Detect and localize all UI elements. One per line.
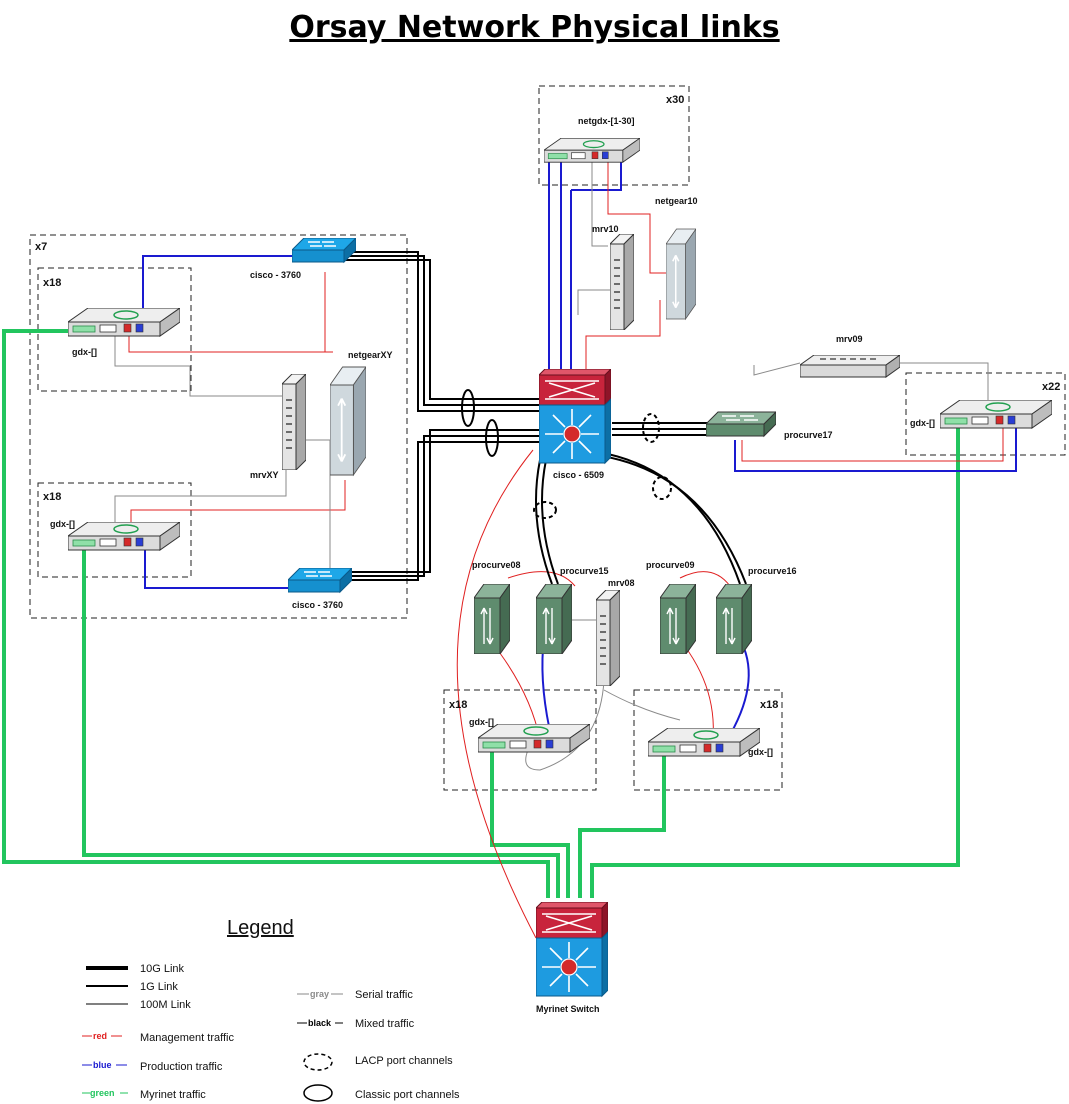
gdx-right-group-count: x22 <box>1042 381 1060 393</box>
serial-links <box>114 157 989 771</box>
gdx-mid-left-group-box <box>443 689 597 791</box>
cisco-3760-top-icon <box>292 238 356 263</box>
legend-10g-label: 10G Link <box>140 963 185 975</box>
gdx-bottom-group-count: x18 <box>43 491 61 503</box>
gdx-mid-right-label: gdx-[] <box>748 747 773 757</box>
gdx-mid-right-server-icon <box>648 728 760 757</box>
mrv08-label: mrv08 <box>608 578 635 588</box>
myrinet-switch-icon <box>536 902 608 997</box>
legend: Legend 10G Link 1G Link 100M Link red Ma… <box>82 917 460 1102</box>
gdx-right-label: gdx-[] <box>910 418 935 428</box>
myrinet-links <box>2 329 960 898</box>
lacp-port-channel <box>652 476 672 500</box>
legend-lacp-label: LACP port channels <box>355 1055 453 1067</box>
cisco-6509-label: cisco - 6509 <box>553 470 604 480</box>
legend-black-label: Mixed traffic <box>355 1018 415 1030</box>
legend-green-tag: green <box>90 1088 115 1098</box>
lacp-port-channel <box>533 501 557 519</box>
gdx-bottom-group-box <box>37 482 192 578</box>
cisco-3760-top-label: cisco - 3760 <box>250 270 301 280</box>
procurve16-switch-icon <box>716 584 752 654</box>
gdx-bottom-label: gdx-[] <box>50 519 75 529</box>
legend-100m-label: 100M Link <box>140 999 191 1011</box>
cisco-6509-core-switch-icon <box>539 369 611 464</box>
mrv10-icon <box>610 234 634 330</box>
myrinet-switch-label: Myrinet Switch <box>536 1004 600 1014</box>
gdx-mid-right-group-count: x18 <box>760 699 778 711</box>
production-links <box>142 157 1017 749</box>
legend-black-tag: black <box>308 1018 332 1028</box>
gdx-mid-right-group-box <box>633 689 783 791</box>
classic-port-channel <box>485 419 499 457</box>
legend-blue-tag: blue <box>93 1060 112 1070</box>
procurve16-label: procurve16 <box>748 566 797 576</box>
netgear10-label: netgear10 <box>655 196 698 206</box>
legend-1g-label: 1G Link <box>140 981 178 993</box>
mrv08-icon <box>596 590 620 686</box>
gdx-mid-left-group-count: x18 <box>449 699 467 711</box>
netgdx-label: netgdx-[1-30] <box>578 116 635 126</box>
netgear10-switch-icon <box>666 228 696 320</box>
procurve09-label: procurve09 <box>646 560 695 570</box>
legend-green-label: Myrinet traffic <box>140 1089 206 1101</box>
procurve08-label: procurve08 <box>472 560 521 570</box>
gdx-top-label: gdx-[] <box>72 347 97 357</box>
gdx-right-server-icon <box>940 400 1052 429</box>
gdx-top-group-count: x18 <box>43 277 61 289</box>
mrv09-label: mrv09 <box>836 334 863 344</box>
netgearXY-switch-icon <box>330 366 366 476</box>
gdx-mid-left-server-icon <box>478 724 590 753</box>
lacp-port-channel <box>642 413 660 443</box>
legend-gray-tag: gray <box>310 989 329 999</box>
page-title: Orsay Network Physical links <box>289 10 780 45</box>
legend-classic-label: Classic port channels <box>355 1089 460 1101</box>
procurve15-label: procurve15 <box>560 566 609 576</box>
gdx-right-group-box <box>905 372 1066 456</box>
mrv10-label: mrv10 <box>592 224 619 234</box>
legend-lacp-swatch <box>303 1053 333 1071</box>
mrv09-icon <box>800 355 900 378</box>
procurve08-switch-icon <box>474 584 510 654</box>
mrvXY-label: mrvXY <box>250 470 279 480</box>
procurve17-switch-icon <box>706 411 776 437</box>
legend-blue-label: Production traffic <box>140 1061 223 1073</box>
gdx-top-server-icon <box>68 308 180 337</box>
netgdx-switch-icon <box>544 138 640 163</box>
classic-port-channel <box>461 389 475 427</box>
netgdx-group-box <box>538 85 690 186</box>
legend-red-tag: red <box>93 1031 107 1041</box>
procurve09-switch-icon <box>660 584 696 654</box>
netgearXY-label: netgearXY <box>348 350 393 360</box>
cisco-3760-bottom-icon <box>288 568 352 593</box>
legend-title: Legend <box>227 917 294 939</box>
gdx-bottom-server-icon <box>68 522 180 551</box>
mrvXY-icon <box>282 374 306 470</box>
netgdx-group-count: x30 <box>666 94 684 106</box>
trunk-links <box>340 251 747 585</box>
legend-gray-label: Serial traffic <box>355 989 413 1001</box>
legend-red-label: Management traffic <box>140 1032 234 1044</box>
procurve15-switch-icon <box>536 584 572 654</box>
gdx-mid-left-label: gdx-[] <box>469 717 494 727</box>
procurve17-label: procurve17 <box>784 430 833 440</box>
outer-group-count: x7 <box>35 241 47 253</box>
port-channel-markers <box>461 389 672 519</box>
legend-classic-swatch <box>303 1084 333 1102</box>
cisco-3760-bottom-label: cisco - 3760 <box>292 600 343 610</box>
